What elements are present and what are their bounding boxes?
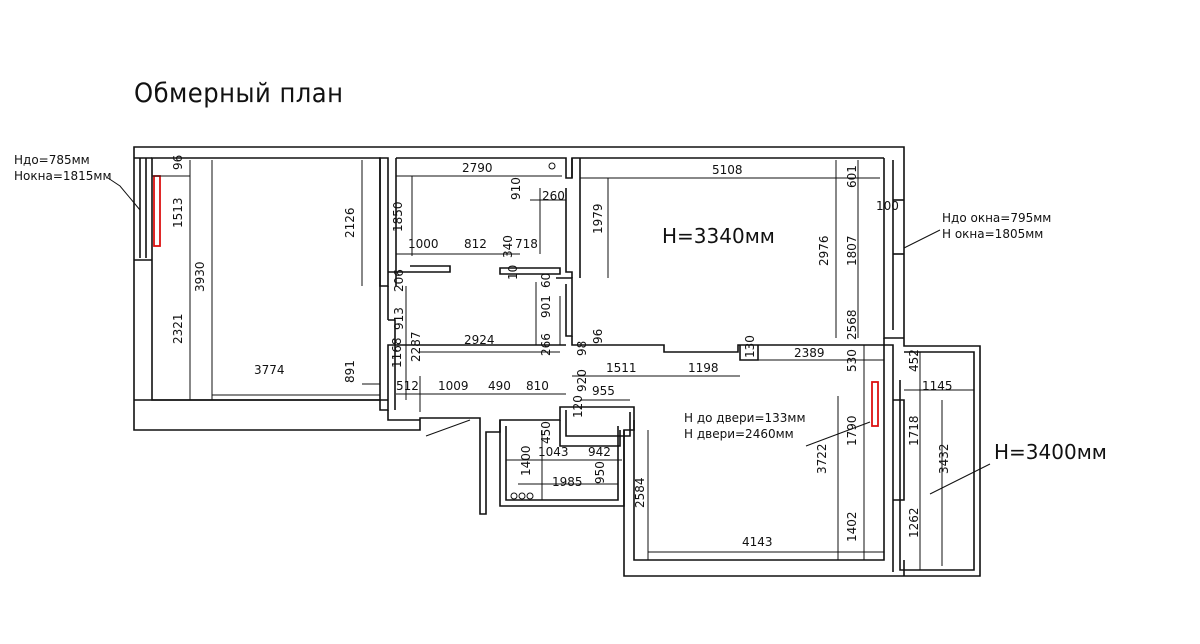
dim-label: 891 — [343, 360, 357, 383]
dim-label: 812 — [464, 237, 487, 251]
dim-label: 2924 — [464, 333, 495, 347]
dim-label: 98 — [575, 340, 589, 356]
dim-label: 1985 — [552, 475, 583, 489]
dim-label: 60 — [539, 272, 553, 288]
window-note-right-line2: H окна=1805мм — [942, 227, 1044, 241]
window-note-left: Hдо=785мм Нокна=1815мм — [14, 152, 112, 184]
dim-label: 2389 — [794, 346, 825, 360]
dim-label: 1009 — [438, 379, 469, 393]
dim-label: 955 — [592, 384, 615, 398]
dim-label: 512 — [396, 379, 419, 393]
dim-label: 3432 — [937, 443, 951, 474]
dim-label: 206 — [392, 269, 406, 292]
dim-label: 2287 — [409, 331, 423, 362]
dim-label: 901 — [539, 295, 553, 318]
dim-label: 1513 — [171, 197, 185, 228]
dim-label: 950 — [593, 461, 607, 484]
dim-label: 3774 — [254, 363, 285, 377]
window-note-left-line2: Нокна=1815мм — [14, 169, 112, 183]
wall-segment — [379, 157, 389, 287]
dim-label: 942 — [588, 445, 611, 459]
door-note-line2: H двери=2460мм — [684, 427, 794, 441]
door-note: H до двери=133мм H двери=2460мм — [684, 410, 806, 442]
dim-label: 1262 — [907, 507, 921, 538]
dim-label: 120 — [571, 395, 585, 418]
window-note-right-line1: Hдо окна=795мм — [942, 211, 1052, 225]
plan-title: Обмерный план — [134, 78, 344, 109]
dim-label: 910 — [509, 177, 523, 200]
dim-label: 266 — [539, 333, 553, 356]
dim-label: 1000 — [408, 237, 439, 251]
dim-label: 913 — [392, 307, 406, 330]
ceiling-height-balcony: H=3400мм — [994, 440, 1107, 464]
dim-label: 1402 — [845, 511, 859, 542]
dim-label: 1718 — [907, 415, 921, 446]
dim-label: 452 — [907, 349, 921, 372]
walls — [133, 146, 981, 577]
dim-label: 718 — [515, 237, 538, 251]
dim-label: 2976 — [817, 235, 831, 266]
dim-label: 5108 — [712, 163, 743, 177]
dim-label: 1511 — [606, 361, 637, 375]
dim-label: 1145 — [922, 379, 953, 393]
dim-label: 3930 — [193, 261, 207, 292]
ceiling-height-main: H=3340мм — [662, 224, 775, 248]
dim-label: 920 — [575, 369, 589, 392]
dim-label: 1850 — [391, 201, 405, 232]
dim-label: 10 — [506, 264, 520, 280]
dim-label: 260 — [542, 189, 565, 203]
dim-label: 1979 — [591, 203, 605, 234]
window-note-right: Hдо окна=795мм H окна=1805мм — [942, 210, 1051, 242]
door-note-line1: H до двери=133мм — [684, 411, 806, 425]
dim-label: 1807 — [845, 235, 859, 266]
window-note-left-line1: Hдо=785мм — [14, 153, 90, 167]
dim-label: 1198 — [688, 361, 719, 375]
dim-label: 530 — [845, 349, 859, 372]
dim-label: 601 — [845, 165, 859, 188]
dim-label: 810 — [526, 379, 549, 393]
dim-label: 1400 — [519, 445, 533, 476]
dim-label: 130 — [743, 335, 757, 358]
dim-label: 1043 — [538, 445, 569, 459]
dim-label: 2790 — [462, 161, 493, 175]
dim-label: 2126 — [343, 207, 357, 238]
dim-label: 2584 — [633, 477, 647, 508]
dim-label: 490 — [488, 379, 511, 393]
fixture-circles — [510, 162, 556, 500]
dim-label: 3722 — [815, 443, 829, 474]
dim-label: 4143 — [742, 535, 773, 549]
dim-label: 2321 — [171, 313, 185, 344]
dim-label: 2568 — [845, 309, 859, 340]
dim-label: 100 — [876, 199, 899, 213]
dim-label: 340 — [501, 235, 515, 258]
window-marker-left — [153, 175, 161, 247]
dim-label: 96 — [171, 154, 185, 170]
door-marker — [871, 381, 879, 427]
dim-label: 96 — [591, 328, 605, 344]
dim-label: 1790 — [845, 415, 859, 446]
dim-label: 1168 — [390, 337, 404, 368]
leader-lines — [107, 177, 991, 495]
dimension-lines — [152, 160, 974, 570]
dim-label: 450 — [539, 421, 553, 444]
